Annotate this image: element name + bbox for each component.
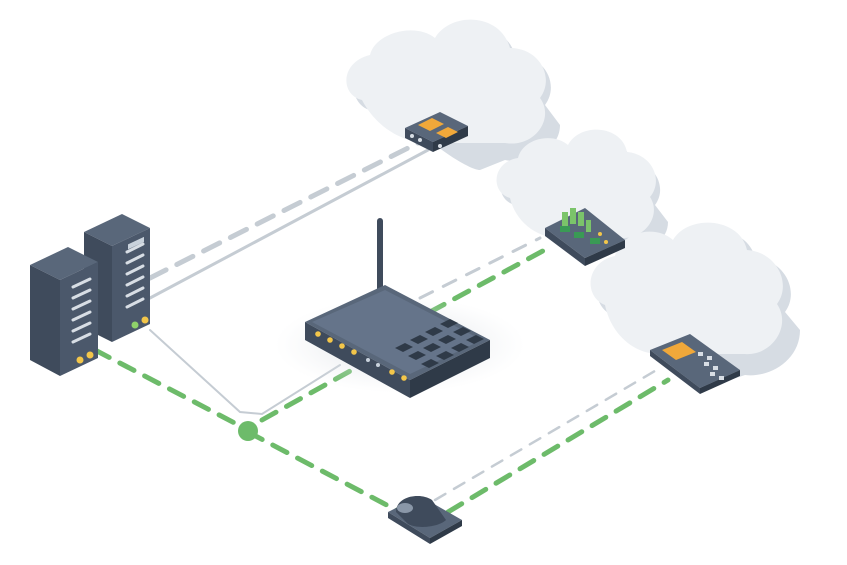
cloud-middle-icon bbox=[496, 129, 668, 258]
link-router-board-gray bbox=[418, 236, 542, 300]
wifi-router-icon bbox=[275, 218, 525, 398]
cloud-top-icon bbox=[346, 19, 560, 171]
cloud-right-icon bbox=[590, 222, 800, 390]
link-sensor-iot-gray bbox=[433, 366, 662, 502]
network-switch-icon bbox=[405, 112, 468, 152]
link-server-router-guide bbox=[149, 329, 341, 416]
link-server-gateway-dashed bbox=[147, 139, 423, 281]
iot-module-icon bbox=[650, 334, 740, 394]
server-front-icon bbox=[30, 247, 98, 376]
link-server-gateway-solid bbox=[148, 148, 430, 300]
link-sensor-iot-green bbox=[445, 377, 671, 515]
link-junction-sensor bbox=[245, 429, 403, 515]
link-server-junction bbox=[92, 347, 251, 433]
link-router-board-green bbox=[427, 243, 555, 315]
junction-dot-icon bbox=[238, 421, 258, 441]
sensor-puck-icon bbox=[388, 496, 462, 544]
circuit-board-icon bbox=[545, 208, 625, 266]
